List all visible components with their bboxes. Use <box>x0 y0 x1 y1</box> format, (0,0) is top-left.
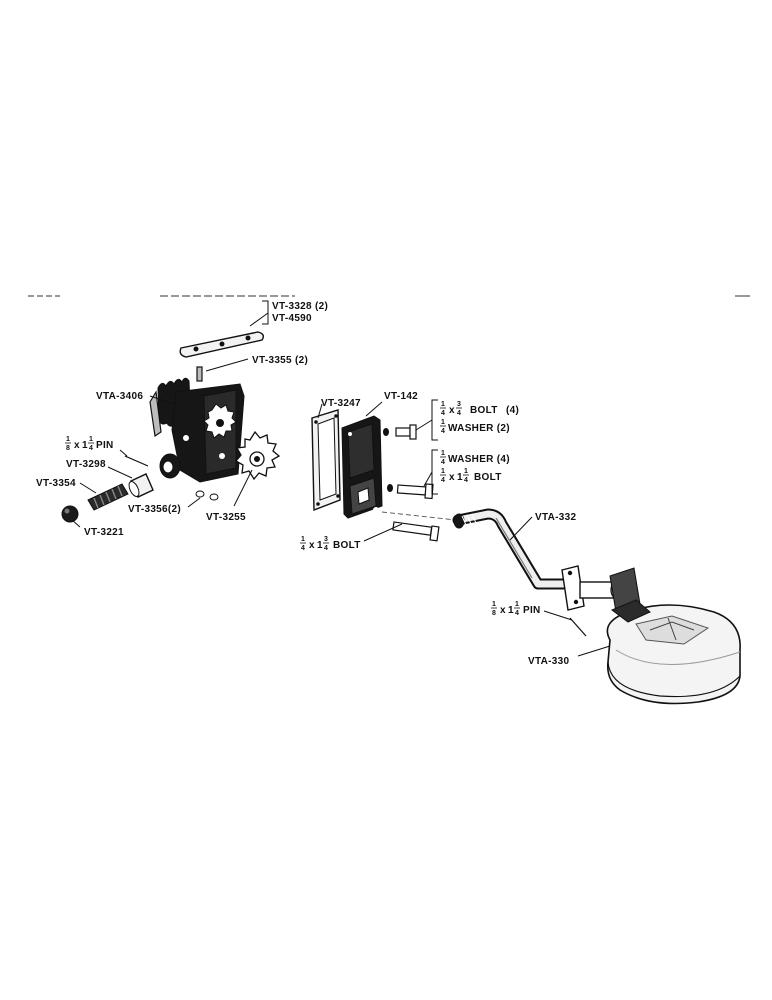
label-vt-3356: VT-3356(2) <box>128 504 181 515</box>
svg-text:3: 3 <box>457 401 461 408</box>
svg-text:PIN: PIN <box>96 440 114 451</box>
svg-text:WASHER (4): WASHER (4) <box>448 454 510 465</box>
svg-text:1: 1 <box>441 401 445 408</box>
svg-text:8: 8 <box>492 610 496 617</box>
label-pin-left: 1 8 x 1 1 4 PIN <box>65 436 114 452</box>
label-vt-3328: VT-3328 (2) <box>272 301 328 312</box>
svg-text:1: 1 <box>457 472 463 483</box>
svg-text:4: 4 <box>89 445 93 452</box>
svg-text:1: 1 <box>464 468 468 475</box>
label-bolt-quarter-by-three-quarter: 1 4 x 3 4 BOLT (4) <box>440 401 519 417</box>
label-vta-330: VTA-330 <box>528 656 570 667</box>
svg-text:1: 1 <box>441 450 445 457</box>
svg-text:8: 8 <box>66 445 70 452</box>
washer-icon <box>383 428 393 492</box>
label-vt-3247: VT-3247 <box>321 398 361 409</box>
ball-icon <box>61 505 79 523</box>
label-vt-3354: VT-3354 <box>36 478 76 489</box>
svg-text:1: 1 <box>441 419 445 426</box>
oil-screen-float-icon <box>606 599 741 705</box>
label-washer-quarter-4: 1 4 WASHER (4) <box>440 450 510 466</box>
label-vta-332: VTA-332 <box>535 512 577 523</box>
svg-text:1: 1 <box>492 601 496 608</box>
label-vt-4590: VT-4590 <box>272 313 312 324</box>
svg-text:x: x <box>500 605 506 616</box>
svg-text:BOLT: BOLT <box>470 405 498 416</box>
svg-text:1: 1 <box>66 436 70 443</box>
svg-text:x: x <box>449 472 455 483</box>
svg-text:1: 1 <box>508 605 514 616</box>
right-labels: VTA-332 1 8 x 1 1 4 PIN VTA-330 <box>491 512 577 667</box>
label-washer-quarter-2: 1 4 WASHER (2) <box>440 419 510 435</box>
svg-text:4: 4 <box>301 545 305 552</box>
label-vt-142: VT-142 <box>384 391 418 402</box>
svg-text:x: x <box>74 440 80 451</box>
svg-text:4: 4 <box>324 545 328 552</box>
svg-text:x: x <box>449 405 455 416</box>
label-vta-3406: VTA-3406 <box>96 391 143 402</box>
svg-text:4: 4 <box>441 459 445 466</box>
pressure-spring-icon <box>87 483 129 511</box>
cotter-pin <box>569 617 587 637</box>
pump-cover-plate <box>179 331 265 358</box>
cover-plate-icon <box>341 415 383 519</box>
svg-text:4: 4 <box>441 428 445 435</box>
washer-icon <box>195 490 219 501</box>
svg-text:(4): (4) <box>506 405 519 416</box>
svg-text:1: 1 <box>82 440 88 451</box>
svg-text:1: 1 <box>515 601 519 608</box>
svg-text:4: 4 <box>464 477 468 484</box>
svg-text:1: 1 <box>89 436 93 443</box>
middle-labels: VT-3247 VT-142 1 4 x 3 4 BOLT (4) 1 4 WA… <box>300 391 519 552</box>
svg-text:4: 4 <box>441 410 445 417</box>
left-leader-lines <box>71 300 269 528</box>
svg-text:4: 4 <box>515 610 519 617</box>
svg-text:1: 1 <box>441 468 445 475</box>
svg-text:x: x <box>309 540 315 551</box>
cotter-pin <box>124 455 149 467</box>
label-vt-3221: VT-3221 <box>84 527 124 538</box>
dowel-pin <box>196 366 203 382</box>
middle-leader-lines <box>317 399 457 542</box>
label-bolt-quarter-by-three-quarter-long: 1 4 x 1 3 4 BOLT <box>300 536 361 552</box>
svg-text:1: 1 <box>317 540 323 551</box>
oil-pump-housing-icon <box>149 377 245 483</box>
bolt-icon <box>392 521 440 542</box>
left-labels: VT-3328 (2) VT-4590 VT-3355 (2) VTA-3406… <box>36 301 328 538</box>
svg-text:WASHER (2): WASHER (2) <box>448 423 510 434</box>
label-vt-3298: VT-3298 <box>66 459 106 470</box>
gasket-icon <box>311 409 341 512</box>
bolt-icon <box>395 424 417 440</box>
label-vt-3355: VT-3355 (2) <box>252 355 308 366</box>
svg-text:BOLT: BOLT <box>474 472 502 483</box>
label-bolt-quarter-by-one-quarter: 1 4 x 1 1 4 BOLT <box>440 468 502 484</box>
right-leader-lines <box>509 516 611 657</box>
label-vt-3255: VT-3255 <box>206 512 246 523</box>
svg-text:1: 1 <box>301 536 305 543</box>
svg-text:3: 3 <box>324 536 328 543</box>
label-pin-right: 1 8 x 1 1 4 PIN <box>491 601 541 617</box>
pump-gear-icon <box>235 430 281 481</box>
svg-text:4: 4 <box>457 410 461 417</box>
suction-pipe-icon <box>452 508 641 613</box>
svg-text:PIN: PIN <box>523 605 541 616</box>
bolt-icon <box>396 483 434 500</box>
svg-text:4: 4 <box>441 477 445 484</box>
svg-text:BOLT: BOLT <box>333 540 361 551</box>
relief-plunger-icon <box>128 473 154 498</box>
